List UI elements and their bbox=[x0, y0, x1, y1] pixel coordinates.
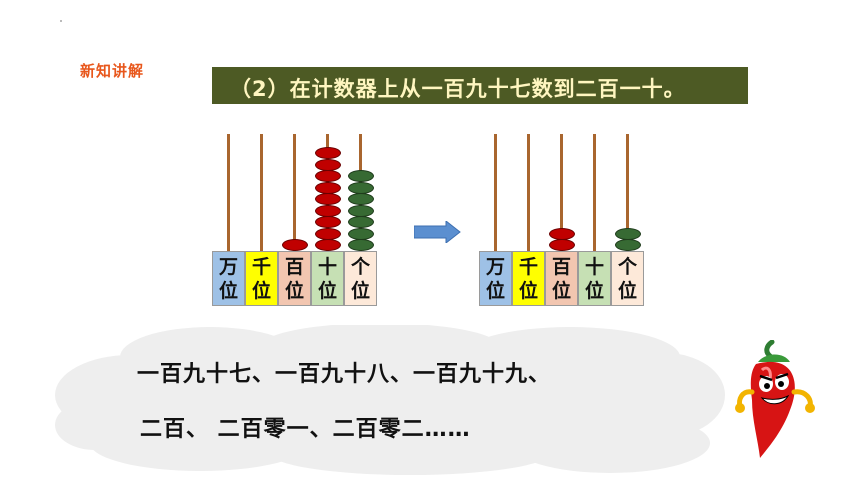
abacus-bead bbox=[314, 193, 341, 205]
abacus-bead bbox=[347, 170, 374, 182]
abacus-bead bbox=[347, 227, 374, 240]
title-banner bbox=[212, 67, 748, 104]
abacus-bead bbox=[614, 227, 641, 240]
abacus-rod bbox=[494, 134, 497, 251]
abacus-bead bbox=[314, 227, 341, 240]
abacus-bead bbox=[314, 158, 341, 171]
place-value-label: 十位 bbox=[311, 251, 344, 306]
abacus-after: 万位千位百位十位个位 bbox=[479, 130, 649, 308]
abacus-rod bbox=[293, 134, 296, 251]
page-title: （2）在计数器上从一百九十七数到二百一十。 bbox=[230, 77, 686, 101]
place-value-label: 个位 bbox=[611, 251, 644, 306]
abacus-bead bbox=[314, 216, 341, 228]
abacus-bead bbox=[314, 204, 341, 217]
counting-line-2: 二百、 二百零一、二百零二…… bbox=[140, 417, 471, 442]
abacus-bead bbox=[347, 239, 374, 251]
abacus-rod bbox=[560, 134, 563, 251]
place-value-label: 百位 bbox=[278, 251, 311, 306]
place-value-label: 万位 bbox=[479, 251, 512, 306]
abacus-rod bbox=[527, 134, 530, 251]
place-value-label: 百位 bbox=[545, 251, 578, 306]
abacus-bead bbox=[314, 147, 341, 159]
place-value-label: 个位 bbox=[344, 251, 377, 306]
chili-pepper-mascot-icon bbox=[735, 340, 815, 458]
abacus-rod bbox=[260, 134, 263, 251]
abacus-rod bbox=[227, 134, 230, 251]
abacus-bead bbox=[548, 239, 575, 251]
abacus-bead bbox=[347, 216, 374, 228]
abacus-bead bbox=[281, 239, 308, 251]
abacus-rod bbox=[593, 134, 596, 251]
decorative-dot bbox=[60, 20, 62, 22]
abacus-bead bbox=[314, 170, 341, 182]
abacus-bead bbox=[347, 181, 374, 194]
abacus-bead bbox=[314, 239, 341, 251]
abacus-bead bbox=[314, 181, 341, 194]
place-value-label: 十位 bbox=[578, 251, 611, 306]
right-arrow-icon bbox=[414, 221, 461, 243]
place-value-label: 千位 bbox=[245, 251, 278, 306]
abacus-bead bbox=[614, 239, 641, 251]
abacus-bead bbox=[548, 227, 575, 240]
abacus-bead bbox=[347, 193, 374, 205]
counting-line-1: 一百九十七、一百九十八、一百九十九、 bbox=[137, 362, 552, 387]
place-value-label: 万位 bbox=[212, 251, 245, 306]
abacus-before: 万位千位百位十位个位 bbox=[212, 130, 382, 308]
abacus-rod bbox=[626, 134, 629, 251]
section-label: 新知讲解 bbox=[80, 62, 145, 80]
place-value-label: 千位 bbox=[512, 251, 545, 306]
thought-cloud bbox=[55, 325, 725, 475]
abacus-bead bbox=[347, 204, 374, 217]
